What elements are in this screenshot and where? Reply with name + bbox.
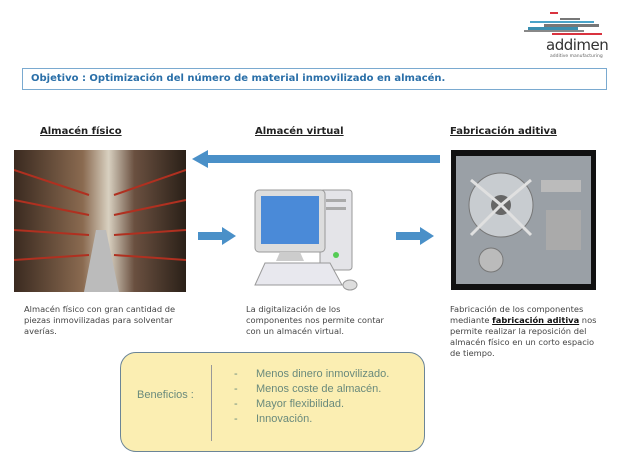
benefit-item: -Menos coste de almacén. [234, 383, 382, 395]
desc-text: nos permite realizar la reposición del a… [450, 315, 597, 358]
heading-physical-warehouse: Almacén físico [40, 126, 122, 137]
benefit-item: -Innovación. [234, 413, 313, 425]
arrow-right-icon [198, 227, 236, 245]
benefit-item: -Menos dinero inmovilizado. [234, 368, 390, 380]
benefits-box: Beneficios : -Menos dinero inmovilizado.… [120, 352, 425, 452]
logo-text: addimen [546, 36, 609, 54]
objective-box: Objetivo : Optimización del número de ma… [22, 68, 607, 90]
desc-text: Fabricación de los componentes mediante [450, 304, 584, 325]
benefits-list: -Menos dinero inmovilizado. -Menos coste… [234, 367, 389, 427]
benefit-item: -Mayor flexibilidad. [234, 398, 345, 410]
arrow-right-icon [396, 227, 434, 245]
arrow-left-icon [192, 150, 440, 168]
brace [211, 365, 220, 441]
heading-virtual-warehouse: Almacén virtual [255, 126, 344, 137]
computer-illustration [250, 185, 368, 295]
warehouse-photo [14, 150, 186, 292]
logo-tagline: additive manufacturing [550, 54, 603, 59]
benefits-label: Beneficios : [137, 389, 194, 401]
additive-manufacturing-description: Fabricación de los componentes mediante … [450, 304, 600, 359]
desc-bold: fabricación aditiva [492, 315, 580, 325]
physical-warehouse-description: Almacén físico con gran cantidad de piez… [24, 304, 176, 336]
heading-additive-manufacturing: Fabricación aditiva [450, 126, 557, 137]
addimen-logo: addimen additive manufacturing [520, 10, 610, 65]
additive-part-photo [451, 150, 596, 290]
virtual-warehouse-description: La digitalización de los componentes nos… [246, 304, 384, 336]
